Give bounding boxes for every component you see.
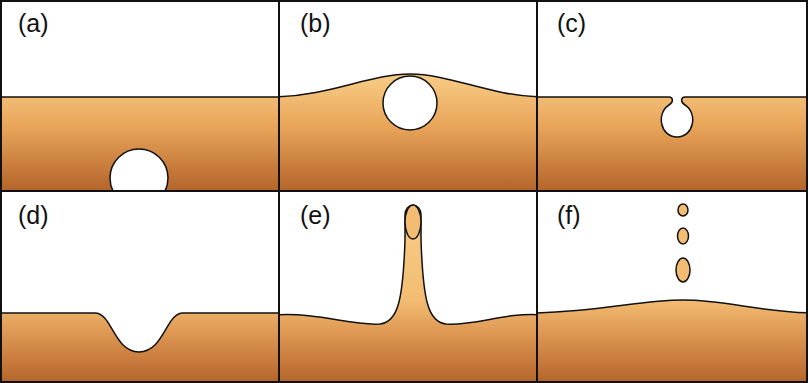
panel-label: (e) xyxy=(300,202,331,230)
panel-label: (b) xyxy=(300,10,331,38)
panel-label: (f) xyxy=(557,202,581,230)
panel-b-art xyxy=(279,74,537,191)
panel-e-art xyxy=(279,205,537,383)
panel-label: (d) xyxy=(18,202,49,230)
panel-c-art xyxy=(537,97,808,191)
panel-d-art xyxy=(0,313,279,383)
panel-f-art xyxy=(537,204,808,383)
panel-label: (a) xyxy=(18,10,49,38)
panel-a-art xyxy=(0,97,279,191)
panel-label: (c) xyxy=(557,10,586,38)
